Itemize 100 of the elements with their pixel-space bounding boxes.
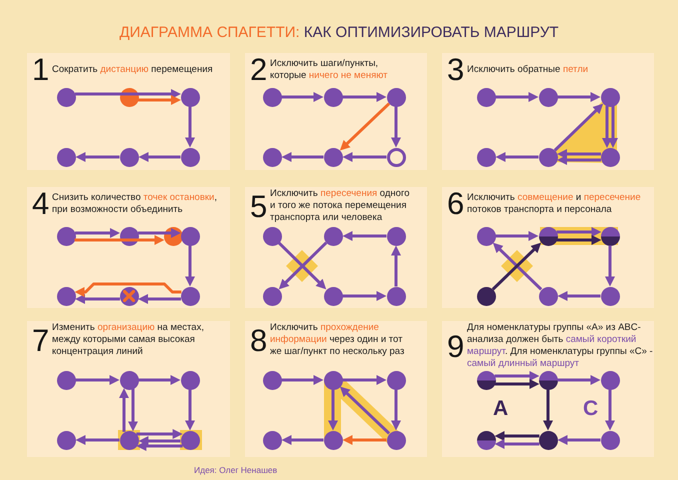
arrow [138,95,181,105]
arrow [494,379,540,389]
arrow [185,246,195,286]
circle-node [56,226,76,246]
arrow [556,235,602,245]
circle-node [600,148,620,166]
circle-node [600,226,620,246]
circle-node [476,88,496,106]
circle-node [56,286,76,306]
arrow [496,92,538,102]
arrow [558,291,600,301]
circle-node [600,370,620,390]
step-panel [245,187,427,308]
circle-node [56,430,76,450]
arrow [75,89,181,99]
arrow [138,152,180,162]
step-description: Изменить организацию на местах, между которыми самая высокая концентрация линий [52,322,205,358]
step-description: Исключить пересечения одного и того же потока перемещения транспорта или человека [270,188,410,224]
step-number: 5 [250,190,268,222]
circle-node [476,286,496,306]
circle-node [324,370,342,390]
arrow [391,390,401,430]
arrow [338,385,390,435]
circle-node [120,226,138,246]
group-letter: C [583,398,598,420]
step-description: Исключить прохождение информации через один и тот же шаг/пункт по нескольку раз [270,322,406,358]
arrow [138,228,181,238]
arrow [138,375,180,385]
circle-node [180,88,200,106]
arrow [136,441,183,451]
arrow [558,435,600,445]
arrow [185,106,195,148]
arrow [282,152,324,162]
circle-node [538,148,558,166]
arrow [496,152,538,162]
step-panel [245,321,427,457]
circle-node [262,370,282,390]
arrow [136,429,183,439]
step-number: 7 [32,324,50,356]
circle-node [386,286,406,306]
arrow [74,235,164,245]
arrow [76,435,120,445]
circle-node [324,88,342,106]
circle-node [120,148,138,166]
step-number: 2 [250,54,268,85]
arrow [496,231,538,241]
arrow [605,390,615,430]
arrow [185,390,195,430]
arrow [342,231,386,241]
step-description: Снизить количество точек остановки, при возможности объединить [52,192,218,216]
arrow [556,227,602,237]
circle-node [262,88,282,106]
arrow [138,436,181,446]
circle-node [476,370,496,390]
step-number: 9 [447,330,466,362]
step-panel [245,53,427,170]
arrow [76,152,120,162]
arrow [342,152,386,162]
arrow [554,102,604,152]
arrow [342,375,386,385]
hollow-circle [386,148,406,166]
credit-text: Идея: Олег Ненашев [194,465,278,475]
step-description: Исключить шаги/пункты, которые ничего не меняют [270,58,389,82]
circle-node [262,148,282,166]
circle-node [262,226,282,246]
circle-node [476,430,496,450]
circle-node [324,226,342,246]
circle-node [324,430,342,450]
arrow [558,375,600,385]
circle-node [538,430,558,450]
step-description: Исключить совмещение и пересечение потоков транспорта и персонала [467,192,642,216]
circle-node [386,370,406,390]
arrow [342,92,386,102]
arrow [119,388,129,432]
step-description: Исключить обратные петли [467,64,588,76]
title: ДИАГРАММА СПАГЕТТИ: КАК ОПТИМИЗИРОВАТЬ МАРШРУТ [119,24,559,42]
circle-node [56,88,76,106]
circle-node [180,430,200,450]
circle-node [538,226,558,246]
arrow [338,102,390,152]
circle-node [476,148,496,166]
circle-node [180,370,200,390]
circle-node [538,88,558,106]
arrow [138,294,181,304]
arrow [608,106,618,148]
step-panel [442,187,654,308]
circle-node [538,370,558,390]
arrow [342,291,386,301]
circle-node [324,148,342,166]
arrow [328,390,338,430]
circle-node [600,286,620,306]
arrow [76,375,120,385]
step-panel [27,53,230,170]
circle-node [386,226,406,246]
arrow [557,149,601,159]
step-number: 3 [447,54,466,85]
circle-node [600,88,620,106]
arrow [557,155,601,165]
circle-node [262,286,282,306]
arrow [602,106,612,148]
